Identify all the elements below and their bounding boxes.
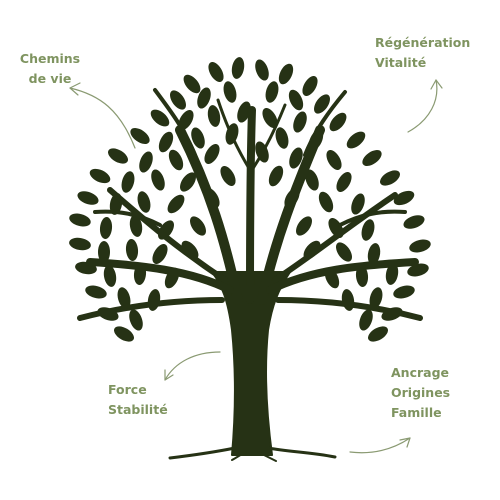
leaf-icon <box>197 87 211 109</box>
leaf-icon <box>85 285 107 299</box>
leaf-icon <box>409 239 431 253</box>
leaf-icon <box>129 215 143 237</box>
curved-arrow-icon <box>69 82 136 149</box>
leaf-icon <box>318 191 334 213</box>
label-force-stabilite: Force Stabilité <box>108 380 168 420</box>
leaf-icon <box>208 62 224 82</box>
leaf-icon <box>237 101 251 123</box>
leaf-icon <box>255 59 269 81</box>
leaf-icon <box>367 243 381 265</box>
leaf-icon <box>302 76 318 96</box>
leaf-icon <box>151 169 165 191</box>
leaf-icon <box>289 147 303 169</box>
leaf-icon <box>231 57 245 79</box>
leaf-icon <box>147 289 161 311</box>
leaf-icon <box>137 191 151 213</box>
leaf-icon <box>204 144 220 164</box>
label-line: Origines <box>391 385 451 400</box>
leaf-icon <box>341 289 355 311</box>
leaf-icon <box>268 165 284 187</box>
leaf-icon <box>170 90 186 110</box>
label-regeneration-vitalite: Régénération Vitalité <box>375 33 470 73</box>
label-ancrage-origines-famille: Ancrage Origines Famille <box>391 363 450 423</box>
leaf-icon <box>191 127 205 149</box>
leaf-icon <box>130 128 150 144</box>
label-line: Ancrage <box>391 365 450 380</box>
leaf-icon <box>293 111 307 133</box>
tree-trunk <box>77 88 423 462</box>
leaf-icon <box>278 63 294 85</box>
leaf-icon <box>385 263 399 285</box>
label-line: Famille <box>391 405 442 420</box>
leaf-icon <box>329 112 347 132</box>
leaf-icon <box>369 287 383 309</box>
leaf-icon <box>288 89 304 111</box>
leaf-icon <box>158 131 174 153</box>
label-line: Vitalité <box>375 55 427 70</box>
leaf-icon <box>125 239 139 261</box>
leaf-icon <box>314 94 330 114</box>
leaf-icon <box>223 81 237 103</box>
leaf-icon <box>129 309 143 331</box>
leaf-icon <box>150 109 170 127</box>
leaf-icon <box>121 171 135 193</box>
leaf-icon <box>220 166 236 186</box>
leaf-icon <box>346 131 366 149</box>
leaf-icon <box>361 219 375 241</box>
leaf-icon <box>69 237 91 251</box>
curved-arrow-icon <box>349 437 411 454</box>
leaf-icon <box>305 169 319 191</box>
leaf-icon <box>265 81 279 103</box>
label-line: Stabilité <box>108 402 168 417</box>
leaf-icon <box>180 172 196 192</box>
leaf-icon <box>89 168 111 184</box>
label-line: Régénération <box>375 35 471 50</box>
leaf-icon <box>168 149 184 171</box>
label-chemins-de-vie: Chemins de vie <box>18 49 82 89</box>
leaf-icon <box>108 148 128 164</box>
leaf-icon <box>393 190 415 206</box>
label-line: Force <box>108 382 147 397</box>
leaf-icon <box>407 263 429 277</box>
leaf-icon <box>393 285 415 299</box>
leaf-icon <box>114 326 134 342</box>
leaf-icon <box>77 191 99 205</box>
leaf-icon <box>351 193 365 215</box>
leaf-icon <box>69 213 91 227</box>
leaf-icon <box>178 110 194 130</box>
leaf-icon <box>190 216 206 236</box>
label-line: de vie <box>28 71 72 86</box>
leaf-icon <box>167 194 185 214</box>
leaf-icon <box>262 108 278 128</box>
leaf-icon <box>380 170 400 186</box>
leaf-icon <box>152 244 168 264</box>
leaf-icon <box>362 150 382 166</box>
leaf-icon <box>139 151 153 173</box>
leaf-icon <box>403 215 425 229</box>
leaf-icon <box>368 326 388 342</box>
label-line: Chemins <box>19 51 81 66</box>
leaf-icon <box>336 242 352 262</box>
leaf-icon <box>359 309 373 331</box>
leaf-icon <box>207 105 221 127</box>
leaf-icon <box>103 265 117 287</box>
leaf-icon <box>326 150 342 170</box>
leaf-icon <box>296 216 312 236</box>
leaf-icon <box>275 127 289 149</box>
leaf-icon <box>181 240 199 260</box>
curved-arrow-icon <box>407 79 443 133</box>
leaf-icon <box>117 287 131 309</box>
leaf-icon <box>98 241 110 263</box>
leaf-icon <box>183 74 201 94</box>
curved-arrow-icon <box>164 351 221 381</box>
leaf-icon <box>336 172 352 192</box>
leaf-icon <box>99 217 113 239</box>
